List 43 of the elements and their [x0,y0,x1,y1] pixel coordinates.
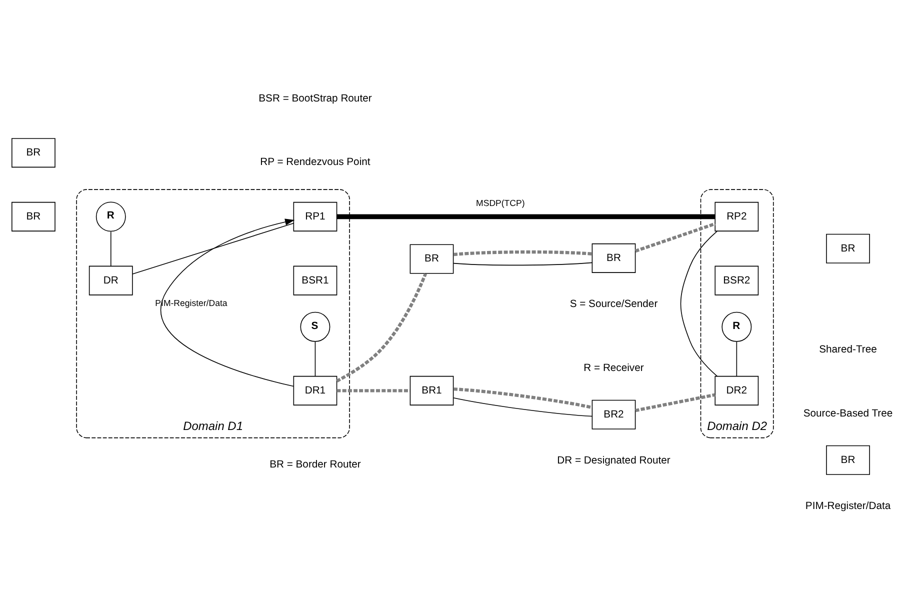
connector [453,398,592,417]
connector [336,273,428,382]
connector [314,342,316,377]
connector [680,230,718,377]
connector [336,389,410,392]
connector [110,231,112,266]
node-circle: R [96,202,126,232]
node-circle: S [300,312,330,342]
connector [453,262,592,266]
node-box: BR [592,243,636,273]
label: S = Source/Sender [570,299,658,310]
node-box: BR2 [592,400,636,430]
node-box: BSR2 [714,266,759,296]
node-box: RP1 [293,202,338,232]
legend-label: Source-Based Tree [803,408,893,420]
connector [736,342,738,377]
connector [336,214,715,220]
node-box: DR1 [293,376,338,406]
legend-label: PIM-Register/Data [805,501,891,512]
arrow [160,218,295,387]
node-box: DR [88,266,133,296]
edge-label: MSDP(TCP) [476,198,525,208]
node-box: BR [826,445,870,475]
connector [453,250,592,256]
connector [454,387,592,410]
label: R = Receiver [584,363,644,374]
connector [132,222,294,274]
label: DR = Designated Router [557,456,670,467]
node-box: BR [826,234,870,264]
node-box: BR [12,202,56,232]
node-circle: R [722,312,752,342]
label: RP = Rendezvous Point [260,157,370,168]
node-box: BSR1 [293,266,338,296]
connector [634,222,716,253]
label: BR = Border Router [270,460,361,471]
node-box: DR2 [714,376,759,406]
label: BSR = BootStrap Router [258,93,372,104]
node-box: BR [410,244,454,274]
node-box: RP2 [714,202,759,232]
legend-label: Shared-Tree [819,344,877,356]
node-box: BR1 [410,376,454,406]
connector [635,393,716,412]
node-box: BR [12,138,56,168]
